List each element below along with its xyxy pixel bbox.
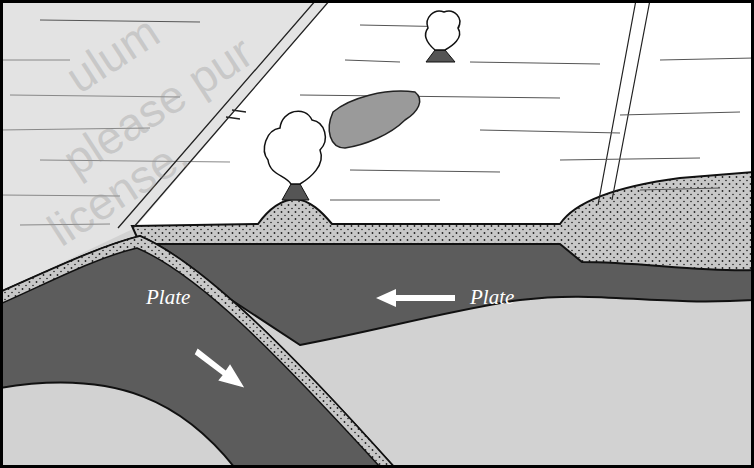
eruption-plume [264, 111, 325, 184]
lake [329, 91, 420, 148]
oceanic-crust [0, 236, 395, 468]
eruption-plume [426, 11, 460, 50]
volcano-cone [426, 50, 455, 62]
plate-label: Plate [470, 287, 514, 308]
subducting-plate [0, 236, 395, 468]
motion-arrow [196, 350, 242, 386]
fault-lines [598, 0, 650, 205]
plate-label: Plate [146, 287, 190, 308]
continental-crust [132, 172, 754, 270]
motion-arrow [376, 289, 455, 307]
volcano-cone [282, 184, 309, 200]
